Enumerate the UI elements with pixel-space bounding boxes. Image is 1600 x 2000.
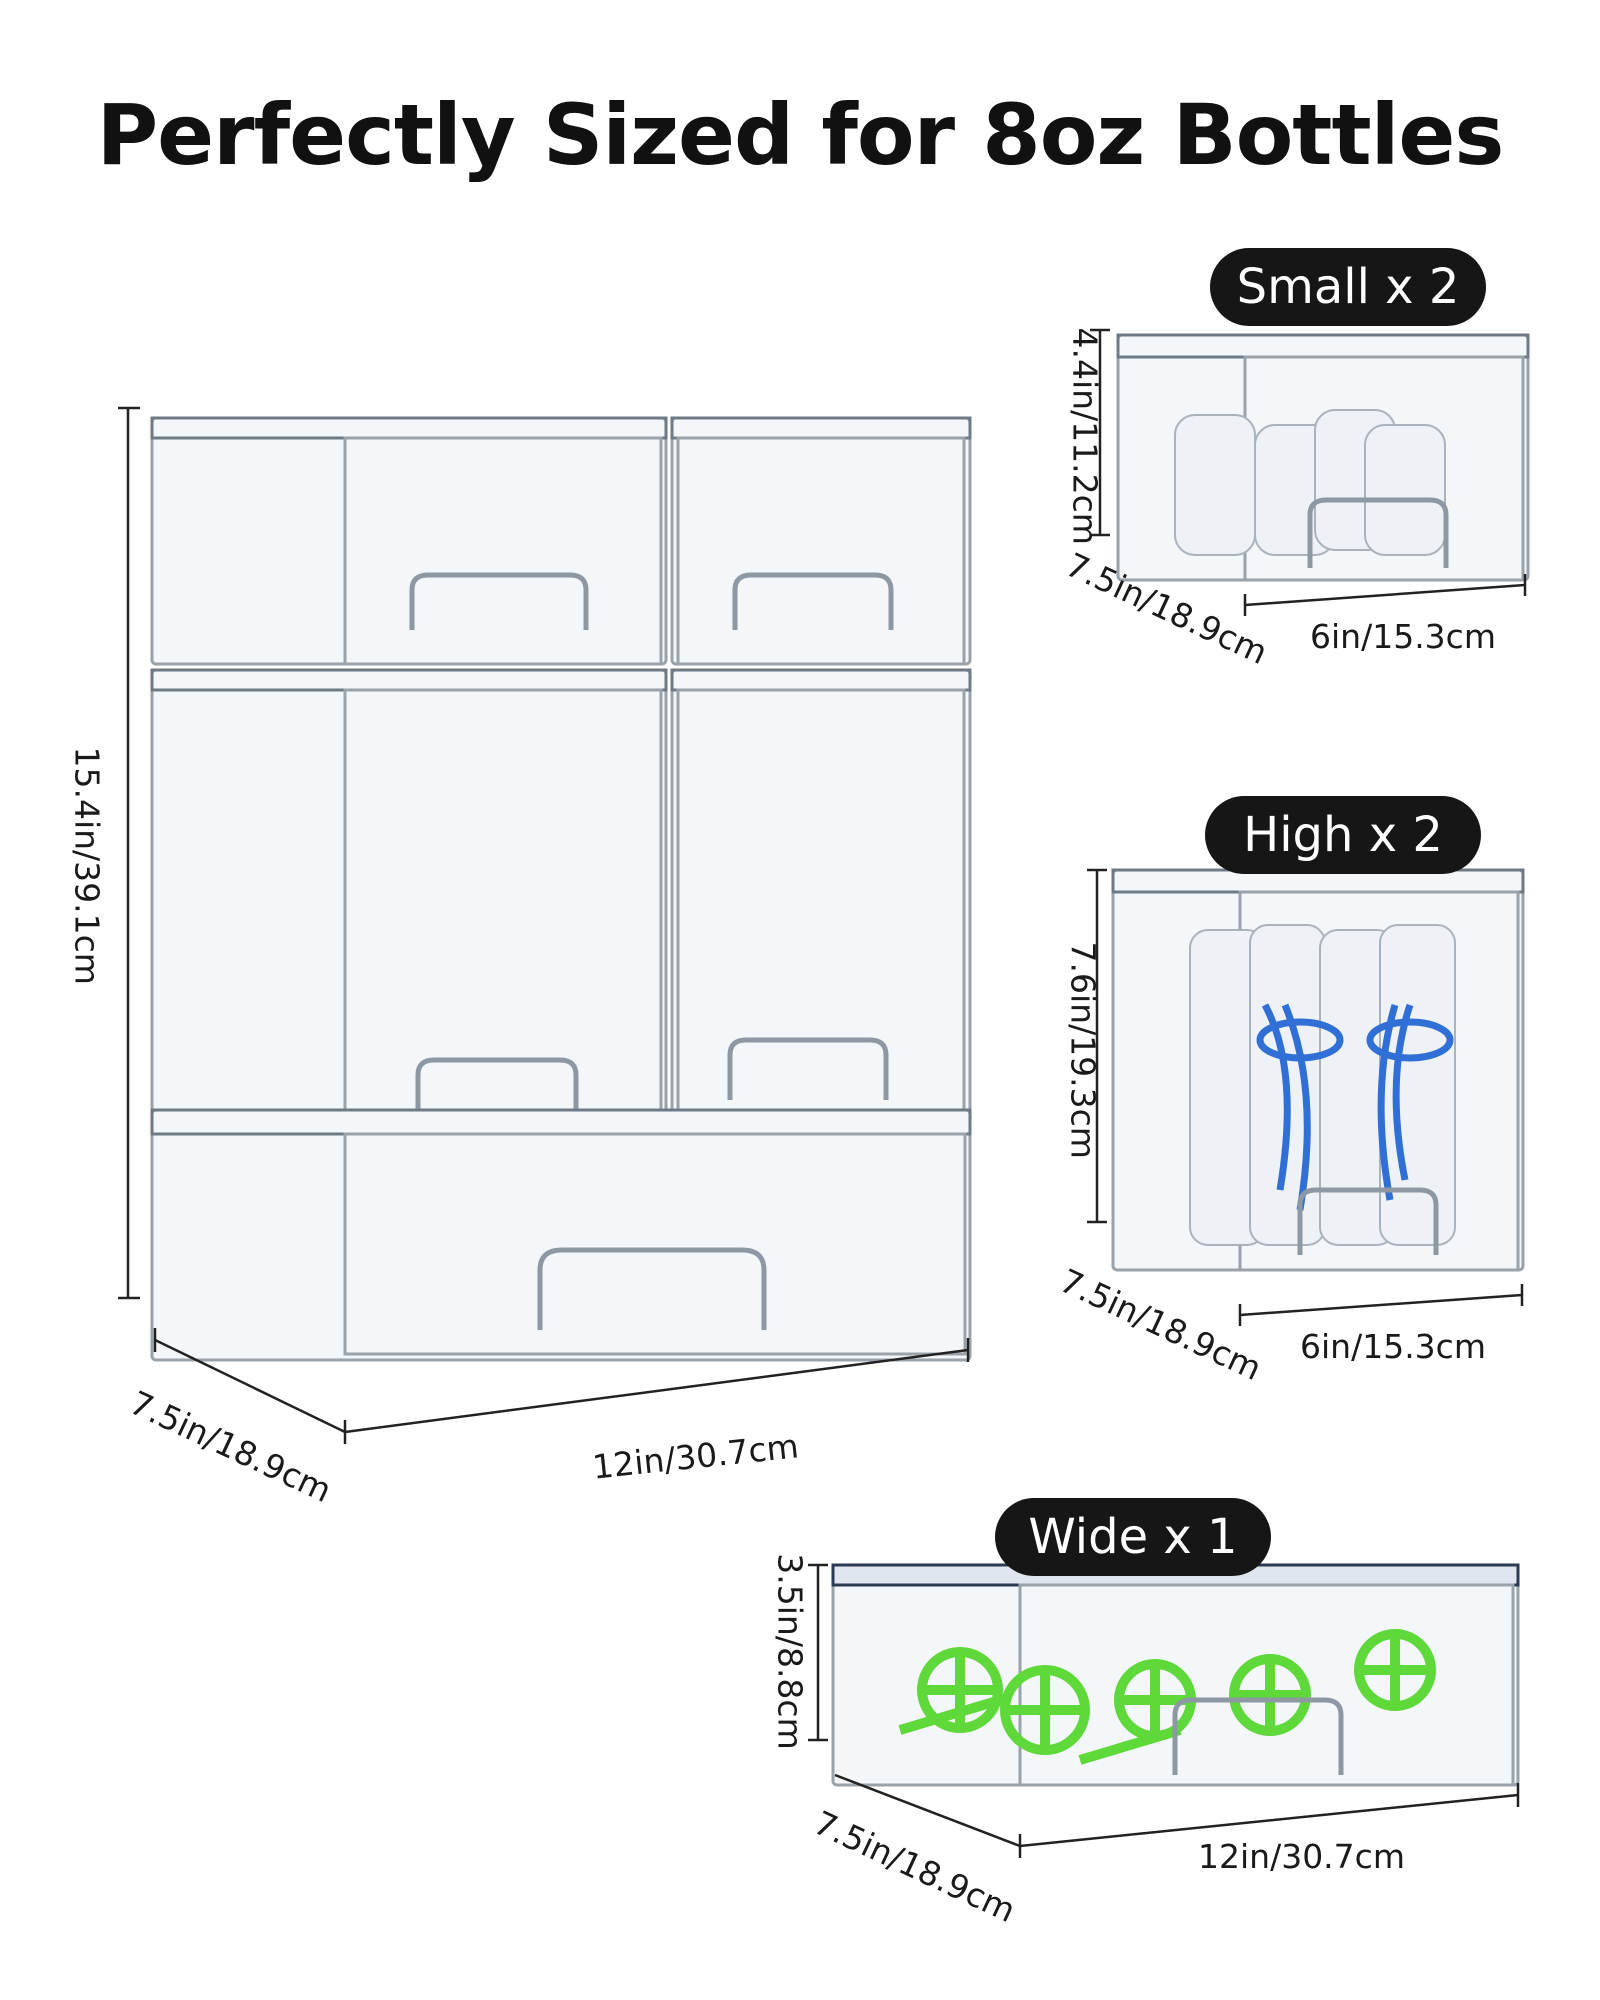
small-box-measure-lines: [1090, 328, 1527, 616]
wide-width-label: 12in/30.7cm: [1198, 1837, 1405, 1876]
wide-height-label: 3.5in/8.8cm: [770, 1553, 810, 1750]
page-title: Perfectly Sized for 8oz Bottles: [96, 86, 1505, 184]
high-size-label: High x 2: [1205, 796, 1481, 874]
wide-box-drawing: [831, 1563, 1520, 1787]
high-height-label: 7.6in/19.3cm: [1063, 941, 1103, 1159]
wide-box-measure-lines: [808, 1563, 1520, 1858]
high-box-drawing: [1111, 868, 1525, 1272]
high-width-label: 6in/15.3cm: [1300, 1327, 1486, 1366]
small-box-drawing: [1116, 333, 1530, 582]
small-size-label: Small x 2: [1210, 248, 1486, 326]
small-width-label: 6in/15.3cm: [1310, 617, 1496, 656]
small-height-label: 4.4in/11.2cm: [1065, 327, 1105, 545]
wide-size-label: Wide x 1: [995, 1498, 1271, 1576]
main-stack-measure-lines: [118, 406, 970, 1444]
main-height-label: 15.4in/39.1cm: [67, 746, 107, 985]
high-box-measure-lines: [1087, 868, 1524, 1326]
main-stack-drawers: [150, 416, 972, 1362]
